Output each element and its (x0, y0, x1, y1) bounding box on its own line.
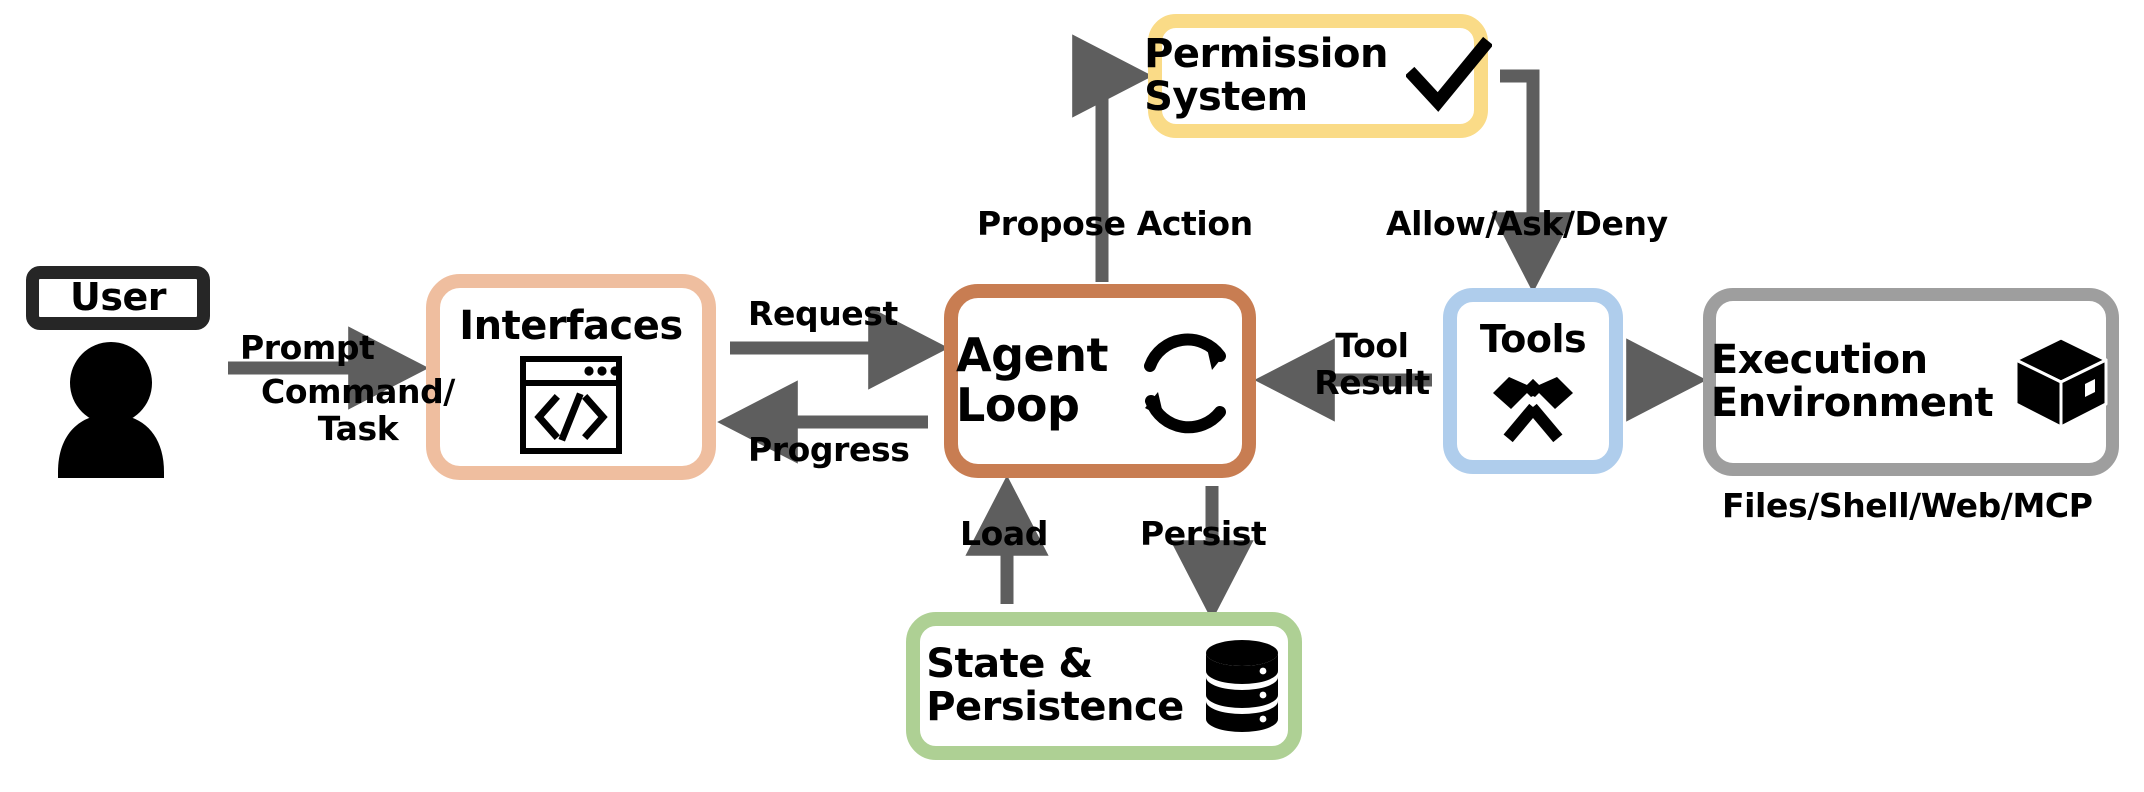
node-user-label: User (70, 275, 167, 320)
edge-label-request: Request (748, 294, 898, 333)
person-icon (58, 342, 164, 478)
edge-label-progress: Progress (748, 430, 910, 469)
refresh-loop-icon (1143, 333, 1226, 434)
node-permission-system[interactable]: Permission System (1144, 14, 1492, 138)
node-user[interactable]: User (26, 266, 210, 330)
execution-environment-caption: Files/Shell/Web/MCP (1722, 486, 2093, 525)
box-3d-icon (2014, 336, 2108, 429)
code-window-icon (520, 355, 622, 454)
node-state-persistence[interactable]: State & Persistence (906, 612, 1302, 760)
edge-propose-arrow (1072, 34, 1153, 282)
edge-label-propose-action: Propose Action (977, 204, 1253, 243)
node-interfaces[interactable]: Interfaces (426, 274, 716, 480)
node-execution-environment[interactable]: Execution Environment (1703, 288, 2119, 476)
hammers-icon (1493, 376, 1573, 442)
edge-label-load: Load (960, 514, 1048, 553)
checkmark-icon (1405, 36, 1492, 112)
node-tools[interactable]: Tools (1443, 288, 1623, 474)
node-interfaces-label: Interfaces (459, 303, 683, 350)
database-icon (1205, 640, 1278, 732)
node-permission-system-label: Permission System (1144, 30, 1388, 120)
node-tools-label: Tools (1479, 317, 1587, 362)
edge-label-persist: Persist (1140, 514, 1267, 553)
edge-label-command-task: Command/ Task (261, 372, 455, 448)
node-state-persistence-label: State & Persistence (926, 640, 1184, 730)
edge-label-allow-ask-deny: Allow/Ask/Deny (1386, 204, 1668, 243)
edge-label-tool-result: Tool Result (1314, 326, 1430, 402)
node-execution-environment-label: Execution Environment (1710, 336, 1994, 426)
edge-label-prompt: Prompt (240, 328, 375, 367)
node-agent-loop-label: Agent Loop (956, 328, 1108, 432)
edge-allow-arrow (1491, 69, 1575, 293)
node-agent-loop[interactable]: Agent Loop (944, 284, 1256, 478)
